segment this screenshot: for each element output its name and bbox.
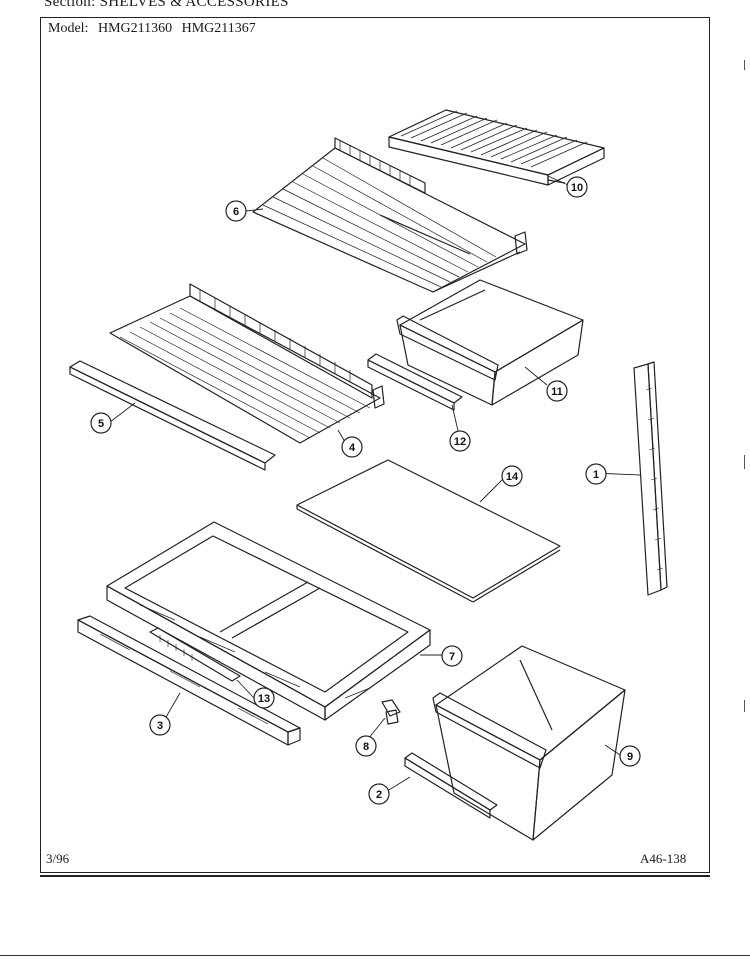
page-bottom-rule xyxy=(0,955,750,956)
callout-13-label: 13 xyxy=(258,693,270,705)
frame-underline xyxy=(40,875,710,877)
part-9-crisper-drawer xyxy=(432,645,626,841)
section-name: SHELVES & ACCESSORIES xyxy=(99,0,289,10)
callout-12: 12 xyxy=(449,430,471,452)
callout-7-label: 7 xyxy=(449,651,455,663)
callout-11-label: 11 xyxy=(551,386,563,398)
callout-6: 6 xyxy=(225,200,247,222)
callout-10-label: 10 xyxy=(571,182,583,194)
part-14-glass-panel xyxy=(296,459,561,603)
margin-mark xyxy=(744,455,745,469)
callout-4-label: 4 xyxy=(349,442,356,454)
model-number-1: HMG211360 xyxy=(97,21,173,36)
model-number-2: HMG211367 xyxy=(181,21,256,36)
callout-11: 11 xyxy=(546,380,568,402)
callout-3-label: 3 xyxy=(157,720,163,732)
callout-14-label: 14 xyxy=(506,471,519,483)
part-1-vertical-rail xyxy=(633,361,668,596)
callout-2: 2 xyxy=(368,783,390,805)
callout-13: 13 xyxy=(253,687,275,709)
callout-6-label: 6 xyxy=(233,206,239,218)
part-10-glass-shelf xyxy=(388,109,605,186)
margin-mark xyxy=(744,700,745,712)
model-label: Model: xyxy=(48,21,89,36)
section-heading: Section: SHELVES & ACCESSORIES xyxy=(44,0,289,11)
part-11-pan xyxy=(396,279,584,406)
part-12-trim xyxy=(367,353,463,411)
callout-10: 10 xyxy=(566,176,588,198)
callout-5-label: 5 xyxy=(98,418,104,430)
callout-9: 9 xyxy=(619,745,641,767)
callout-5: 5 xyxy=(90,412,112,434)
part-7-crisper-frame xyxy=(106,521,431,721)
callout-12-label: 12 xyxy=(454,436,466,448)
callout-1: 1 xyxy=(585,463,607,485)
diagram-frame xyxy=(40,17,710,873)
callout-8: 8 xyxy=(355,735,377,757)
part-6-wire-shelf xyxy=(252,137,528,293)
part-2-trim xyxy=(404,752,498,819)
margin-mark xyxy=(744,60,745,70)
leader-lines xyxy=(109,175,641,794)
callout-8-label: 8 xyxy=(363,741,369,753)
part-3-trim xyxy=(77,615,301,746)
callout-9-label: 9 xyxy=(627,751,633,763)
footer-date: 3/96 xyxy=(46,851,70,866)
callout-14: 14 xyxy=(501,465,523,487)
callout-1-label: 1 xyxy=(593,469,599,481)
part-8-clip xyxy=(381,699,401,725)
part-5-trim-rail xyxy=(69,360,276,471)
footer-code: A46-138 xyxy=(640,851,687,866)
callout-4: 4 xyxy=(341,436,363,458)
model-line: Model: HMG211360 HMG211367 xyxy=(48,21,262,37)
callout-7: 7 xyxy=(441,645,463,667)
section-label: Section: xyxy=(44,0,96,10)
callout-2-label: 2 xyxy=(376,789,382,801)
callout-3: 3 xyxy=(149,714,171,736)
part-13-bracket xyxy=(149,627,241,682)
part-4-wire-shelf xyxy=(109,283,385,444)
